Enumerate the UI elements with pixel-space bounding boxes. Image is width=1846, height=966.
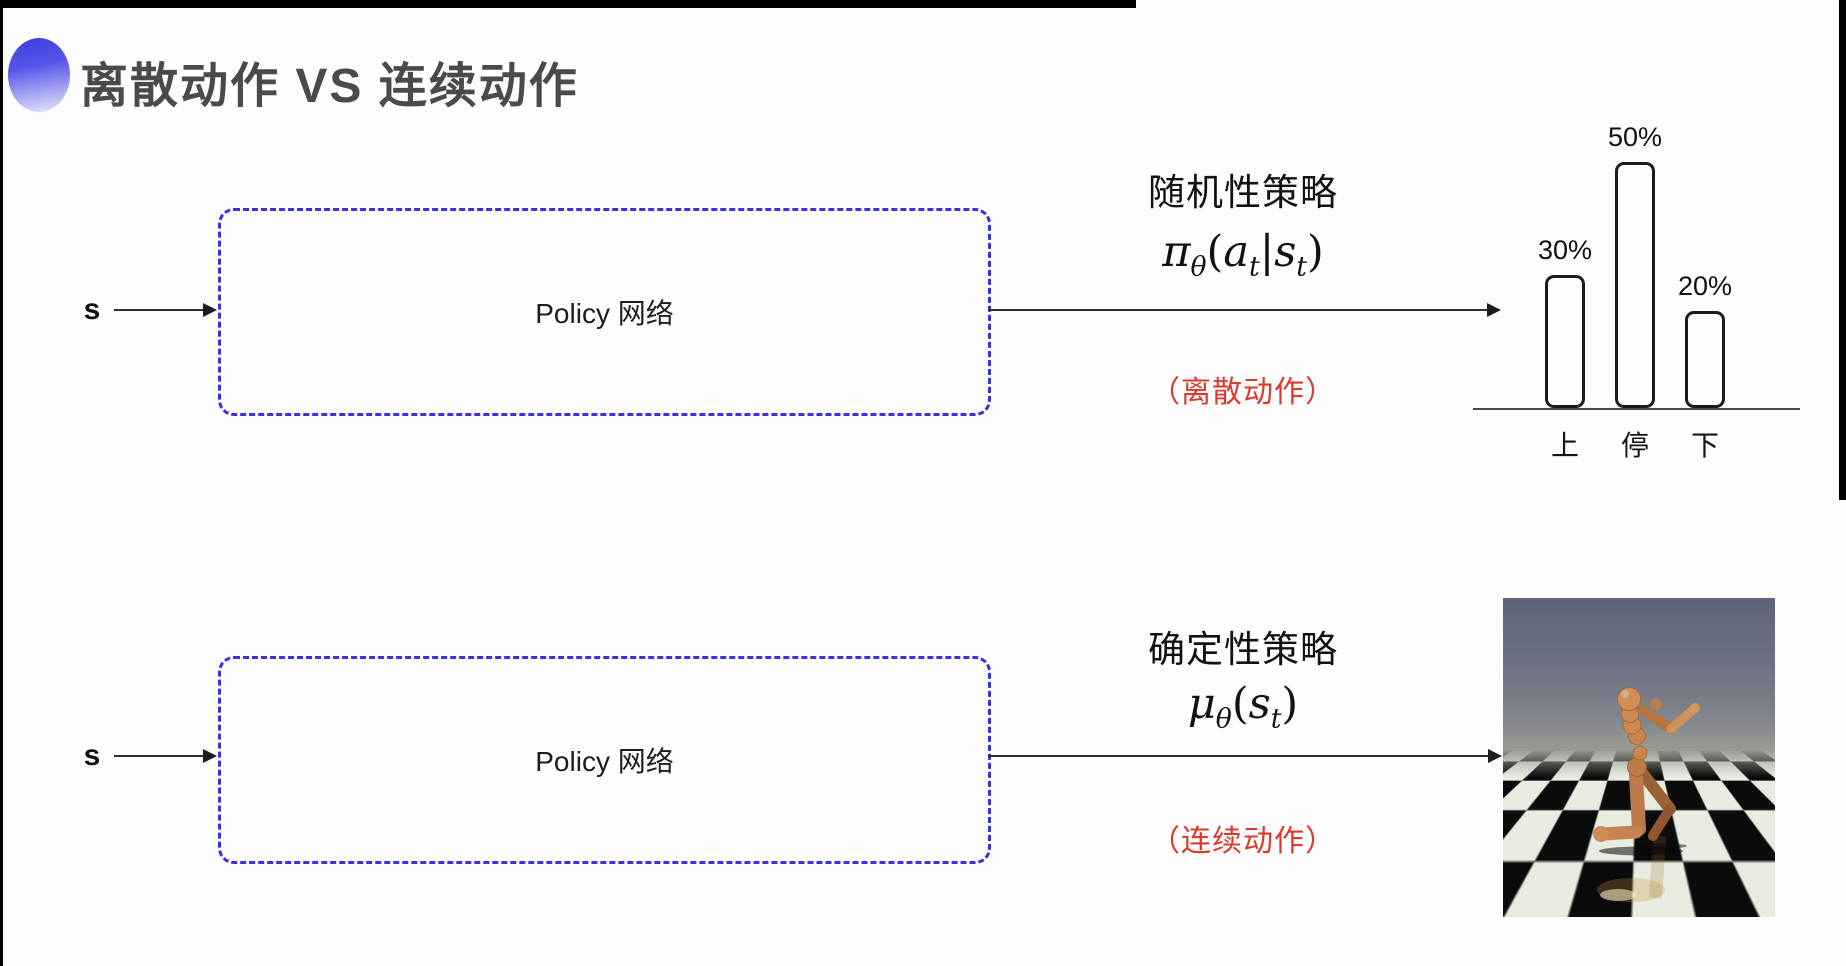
input-arrow-bottom	[114, 755, 204, 757]
bar-value-label: 20%	[1678, 271, 1732, 302]
discrete-action-label: （离散动作）	[1058, 367, 1428, 411]
policy-network-label-bottom: Policy 网络	[535, 740, 673, 780]
policy-network-box-bottom: Policy 网络	[218, 656, 991, 864]
bar-columns: 30% 50% 20%	[1532, 122, 1738, 408]
policy-network-label-top: Policy 网络	[535, 292, 673, 332]
chart-baseline-axis	[1473, 408, 1800, 410]
category-label: 停	[1602, 424, 1668, 464]
humanoid-robot-figure	[1503, 598, 1775, 917]
bar-column: 30%	[1532, 235, 1598, 408]
category-label: 上	[1532, 424, 1598, 464]
input-arrow-top	[114, 309, 204, 311]
stochastic-policy-title: 随机性策略	[1058, 162, 1428, 216]
action-probability-bar-chart: 30% 50% 20%	[1532, 96, 1738, 408]
deterministic-policy-formula: μθ(st)	[1058, 679, 1428, 729]
page-title: 离散动作 VS 连续动作	[80, 46, 579, 116]
continuous-action-label: （连续动作）	[1058, 816, 1428, 860]
category-label: 下	[1672, 424, 1738, 464]
chart-category-labels: 上停下	[1532, 424, 1738, 464]
top-black-edge	[0, 0, 1136, 8]
output-arrow-top	[988, 309, 1488, 311]
output-arrow-bottom	[988, 755, 1489, 757]
humanoid-simulation-image	[1503, 598, 1775, 917]
policy-network-box-top: Policy 网络	[218, 208, 991, 416]
deterministic-policy-title: 确定性策略	[1058, 619, 1428, 673]
stochastic-policy-formula: πθ(at|st)	[1058, 227, 1428, 277]
left-black-edge	[0, 0, 3, 966]
bar-column: 50%	[1602, 122, 1668, 408]
title-accent-circle-icon	[8, 38, 70, 112]
bar-value-label: 50%	[1608, 122, 1662, 153]
bar-column: 20%	[1672, 271, 1738, 408]
right-black-edge	[1839, 0, 1846, 500]
state-input-label-top: s	[72, 293, 112, 327]
state-input-label-bottom: s	[72, 739, 112, 773]
bar	[1615, 162, 1655, 408]
bar	[1685, 311, 1725, 408]
bar	[1545, 275, 1585, 408]
bar-value-label: 30%	[1538, 235, 1592, 266]
